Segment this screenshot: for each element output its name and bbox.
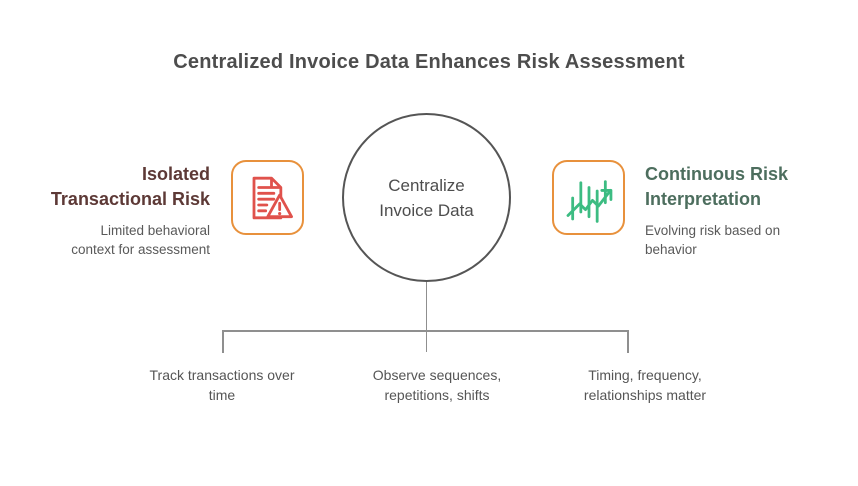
- connector-line-drop-right: [627, 330, 629, 353]
- page-title: Centralized Invoice Data Enhances Risk A…: [173, 51, 685, 73]
- right-icon-tile: [552, 160, 625, 235]
- document-warning-icon: [240, 170, 296, 226]
- bottom-label-track-transactions: Track transactions over time: [149, 367, 295, 403]
- bottom-label-timing-frequency: Timing, frequency, relationships matter: [583, 367, 707, 403]
- connector-line-circle-stem: [425, 282, 427, 330]
- center-node-label-line2: Invoice Data: [379, 200, 474, 220]
- connector-line-horizontal: [222, 330, 629, 332]
- left-item-description: Limited behavioral context for assessmen…: [71, 223, 210, 257]
- right-item-description: Evolving risk based on behavior: [645, 223, 781, 257]
- trend-chart-icon: [561, 170, 617, 226]
- connector-line-drop-center: [425, 330, 427, 352]
- left-item-heading: Isolated Transactional Risk: [50, 164, 210, 209]
- connector-line-drop-left: [222, 330, 224, 353]
- bottom-label-observe-sequences: Observe sequences, repetitions, shifts: [372, 367, 502, 403]
- right-item-heading: Continuous Risk Interpretation: [645, 164, 788, 209]
- center-node-label-line1: Centralize: [388, 175, 465, 195]
- left-icon-tile: [231, 160, 304, 235]
- center-node: Centralize Invoice Data: [342, 113, 511, 282]
